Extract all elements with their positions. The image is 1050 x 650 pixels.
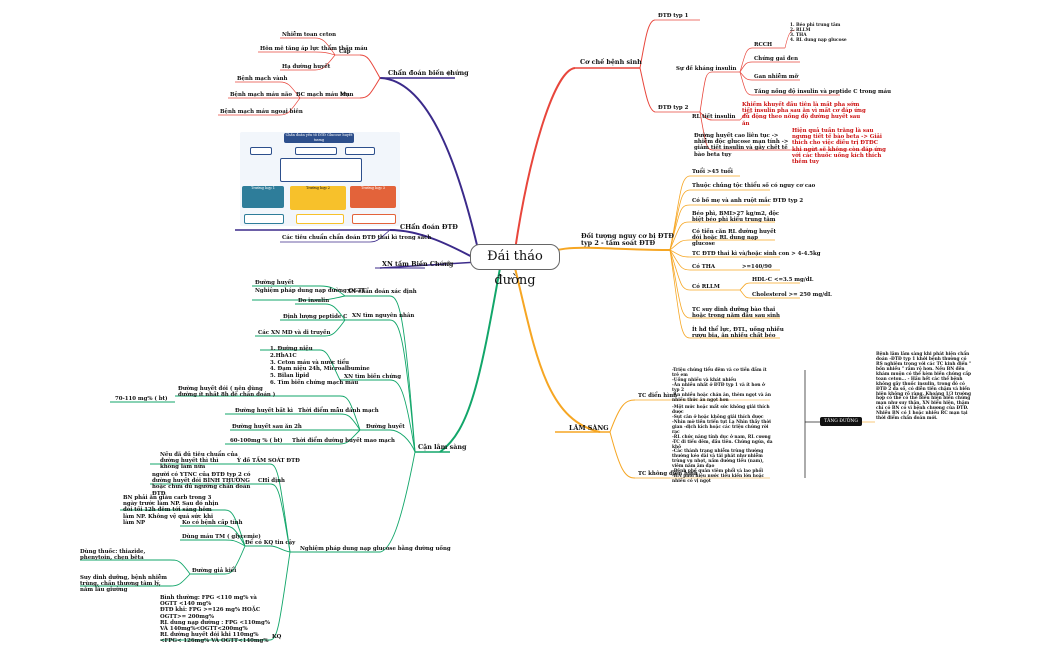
note-icon[interactable]: ◈ xyxy=(446,259,452,267)
complication-test-item: 2.HbA1C xyxy=(270,352,297,359)
flow-box: Trường hợp 2 xyxy=(290,186,346,210)
diagnosis-flowchart[interactable]: Chẩn đoán yếu tố ĐTĐ Glucose huyết tương… xyxy=(240,132,400,226)
topic-complication-tests[interactable]: XN tầm Biến Chứng xyxy=(382,260,454,268)
risk-item[interactable]: Ít hđ thể lực, ĐTL, uống nhiều rượu bia,… xyxy=(692,327,784,340)
node-capillary-glucose[interactable]: Thời điểm đường huyết mao mạch xyxy=(292,438,395,444)
topic-risk-groups[interactable]: Đối tượng nguy cơ bị ĐTĐ typ 2 - tầm soá… xyxy=(581,232,674,248)
node-gestational-criteria[interactable]: Các tiêu chuẩn chẩn đoán ĐTĐ thai kì tro… xyxy=(282,235,432,241)
prep-item[interactable]: Dùng máu TM ( glycemie) xyxy=(182,534,261,540)
ogtt-result-text: Bình thường: FPG <110 mg% và OGTT <140 m… xyxy=(160,595,270,645)
node-dtd-typ2[interactable]: ĐTĐ typ 2 xyxy=(658,105,689,111)
node-ogtt-purpose[interactable]: Ý đồ TẦM SOÁT ĐTĐ xyxy=(237,458,300,464)
risk-item[interactable]: Béo phì, BMI>27 kg/m2, độc biệt béo phì … xyxy=(692,211,780,224)
topic-complications[interactable]: Chẩn đoán biến chứng xyxy=(388,69,469,77)
node-acute[interactable]: Cấp xyxy=(339,49,351,55)
complication-test-item: 3. Ceton máu và nước tiểu xyxy=(270,359,350,366)
complication-test-item: 6. Tìm biến chứng mạch máu xyxy=(270,379,359,386)
prep-text: BN phải ăn giàu carb trong 3 ngày trước … xyxy=(123,495,219,526)
topic-pathogenesis[interactable]: Cơ chế bệnh sinh xyxy=(580,58,642,66)
diagnostic-item[interactable]: Nghiệm pháp dung nạp đường OGTT xyxy=(255,288,366,294)
acute-item[interactable]: Hôn mê tăng áp lực thẩm thấu máu xyxy=(260,46,368,52)
prep-item[interactable]: Ko có bệnh cấp tính xyxy=(182,520,243,526)
diagnostic-item[interactable]: Đường huyết xyxy=(255,280,294,286)
node-false-glucose[interactable]: Đường giả kiểi xyxy=(192,568,237,574)
rcch-item: 1. Béo phì trung tâm xyxy=(790,23,841,28)
complication-test-item: 5. Bilan lipid xyxy=(270,373,310,379)
prep-item[interactable]: Dùng thuốc: thiazide, phenytoin, chẹn bê… xyxy=(80,549,146,562)
risk-item[interactable]: Có RLLM xyxy=(692,284,720,290)
node-fasting-glucose[interactable]: Đường huyết đói ( nên dùng đường ít nhất… xyxy=(178,386,276,399)
purpose-text: Nếu đã đủ tiêu chuẩn của đường huyết thì… xyxy=(160,452,238,471)
atypical-symptoms-text: -Một mức hoặc mất sức không giải thích đ… xyxy=(672,405,773,485)
risk-item[interactable]: Tuổi >45 tuổi xyxy=(692,169,733,175)
cause-item[interactable]: Định lượng peptide C xyxy=(283,314,348,320)
risk-item[interactable]: Có bố mẹ và anh ruột mắc ĐTĐ typ 2 xyxy=(692,198,804,204)
complication-tests-list: 1. Đường niệu 2.HbA1C 3. Ceton máu và nư… xyxy=(270,346,370,387)
rcch-list: 1. Béo phì trung tâm 2. RLLM 3. THA 4. R… xyxy=(790,23,847,44)
secretion-text: Khiếm khuyết đầu tiên là mất pha sớm tiế… xyxy=(742,102,866,127)
cholesterol-value: Cholesterol >= 250 mg/dL xyxy=(752,292,832,298)
node-macrovascular[interactable]: BC mạch máu lớn xyxy=(296,92,350,98)
chronic-item[interactable]: Bệnh mạch máu não xyxy=(230,92,292,98)
fasting-value: 70-110 mg% ( bt) xyxy=(115,396,168,402)
hdl-value: HDL-C <=3.5 mg/dL xyxy=(752,277,814,283)
cause-item[interactable]: Đo insulin xyxy=(298,298,330,304)
risk-item[interactable]: TC ĐTĐ thai kì và/hoặc sinh con > 4-4.5k… xyxy=(692,251,821,257)
note-icon[interactable]: ◈ xyxy=(446,69,452,77)
prep-item[interactable]: Suy dinh dưỡng, bệnh nhiễm trùng, chấn t… xyxy=(80,575,168,594)
node-postprandial-glucose[interactable]: Đường huyết sau ăn 2h xyxy=(232,424,302,430)
node-typical-symptoms[interactable]: TC điển hình xyxy=(638,393,678,399)
rcch-item: 4. RL dung nạp glucose xyxy=(790,37,847,43)
tha-value: >=140/90 xyxy=(742,264,772,270)
topic-diagnosis[interactable]: CHẩn đoán ĐTĐ xyxy=(400,223,458,231)
rcch-item: 2. RLLM xyxy=(790,27,811,33)
flow-box: Trường hợp 1 xyxy=(242,186,284,208)
central-topic[interactable]: Đái tháo đường xyxy=(470,244,560,288)
node-blood-glucose[interactable]: Đường huyết xyxy=(366,424,405,430)
topic-clinical[interactable]: LÂM SÀNG xyxy=(569,424,609,432)
node-diagnostic-tests[interactable]: XN chẩn đoán xác định xyxy=(347,289,417,295)
node-reliable-result[interactable]: Để có KQ tin cậy xyxy=(245,540,296,546)
typical-symptoms-text: -Triệu chứng tiểu đêm và cơ tiền đầm ít … xyxy=(672,368,771,403)
complication-test-item: 1. Đường niệu xyxy=(270,346,313,352)
node-random-glucose[interactable]: Đường huyết bất kì xyxy=(235,408,293,414)
node-complication-tests[interactable]: XN tìm biến chứng xyxy=(344,374,401,380)
node-insulin-resistance[interactable]: Sự đề kháng insulin xyxy=(676,66,737,72)
node-cause-tests[interactable]: XN tìm nguyên nhân xyxy=(352,313,415,319)
node-fatty-liver[interactable]: Gan nhiễm mỡ xyxy=(754,74,799,80)
topic-paraclinical[interactable]: Cận lâm sàng xyxy=(418,443,467,451)
node-atypical-symptoms[interactable]: TC không điển hình xyxy=(638,471,698,477)
node-insulin-high[interactable]: Tăng nồng độ insulin và peptide C trong … xyxy=(754,89,892,95)
node-indication[interactable]: CHỉ định xyxy=(258,478,285,484)
acute-item[interactable]: Nhiễm toan ceton xyxy=(282,32,336,38)
node-ogtt-result[interactable]: KQ xyxy=(272,634,282,640)
flowchart-title: Chẩn đoán yếu tố ĐTĐ Glucose huyết tương xyxy=(284,133,354,143)
hyperglycemia-badge[interactable]: TĂNG ĐƯỜNG HUYẾT xyxy=(820,417,862,433)
risk-item[interactable]: TC suy dinh dưỡng bào thai hoặc trong nă… xyxy=(692,307,780,320)
complication-test-item: 4. Đạm niệu 24h, Microalbumine xyxy=(270,366,370,373)
node-rcch[interactable]: RCCH xyxy=(754,42,773,48)
node-dtd-typ1[interactable]: ĐTĐ typ 1 xyxy=(658,13,689,19)
acute-item[interactable]: Hạ đường huyết xyxy=(282,64,331,70)
node-chronic[interactable]: Mạn xyxy=(340,92,354,98)
node-glucotoxicity[interactable]: Đường huyết cao liên tục -> nhiễm độc gl… xyxy=(694,133,789,158)
cause-item[interactable]: Các XN MD và di truyền xyxy=(258,330,331,336)
node-venous-timing[interactable]: Thời điểm mẫu đánh mạch xyxy=(298,408,379,414)
indication-text: người có YTNC của ĐTĐ typ 2 có đường huy… xyxy=(152,472,251,497)
capillary-value: 60-100mg % ( bt) xyxy=(230,438,283,444)
flow-box: Trường hợp 3 xyxy=(350,186,396,208)
honeymoon-text: Hiện quả tuần trăng là sau ngưng tiết tế… xyxy=(792,128,886,166)
rcch-item: 3. THA xyxy=(790,32,807,38)
chronic-item[interactable]: Bệnh mạch vành xyxy=(237,76,288,82)
risk-item[interactable]: Có THA xyxy=(692,264,716,270)
chronic-item[interactable]: Bệnh mạch máu ngoại biên xyxy=(220,109,303,115)
node-acanthosis[interactable]: Chứng gai đen xyxy=(754,56,798,62)
risk-item[interactable]: Thuộc chủng tộc thiểu số có nguy cơ cao xyxy=(692,183,816,189)
risk-item[interactable]: Có tiền căn RL đường huyết đói hoặc RL d… xyxy=(692,229,776,248)
node-insulin-secretion[interactable]: RL tiết insulin xyxy=(692,114,736,120)
node-ogtt[interactable]: Nghiệm pháp dung nạp glucose bằng đường … xyxy=(300,546,451,552)
hyperglycemia-text: Bệnh lâm lâm sàng khi phát hiện chẩn đoá… xyxy=(876,352,972,422)
